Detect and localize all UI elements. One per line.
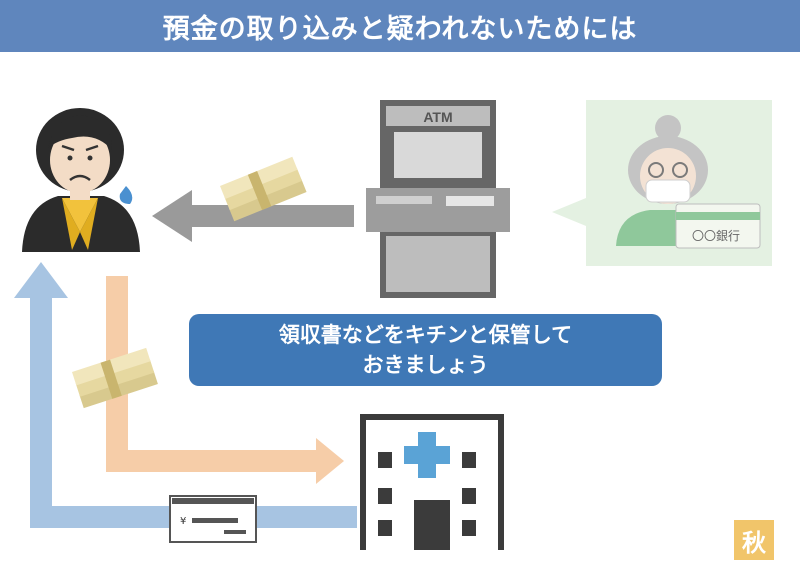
title-bar: 預金の取り込みと疑われないためには xyxy=(0,0,800,52)
receipt-symbol: ¥ xyxy=(180,516,186,527)
worried-person-icon xyxy=(22,108,140,252)
atm-label: ATM xyxy=(423,109,452,125)
bank-card-label: 〇〇銀行 xyxy=(692,229,740,243)
advice-callout: 領収書などをキチンと保管して おきましょう xyxy=(189,314,662,386)
hospital-icon xyxy=(360,414,504,550)
cash-stack-icon xyxy=(72,347,158,409)
page-title: 預金の取り込みと疑われないためには xyxy=(162,13,638,45)
withdrawal-arrow xyxy=(152,190,354,242)
elderly-person-panel: 〇〇銀行 xyxy=(552,100,772,266)
callout-line-1: 領収書などをキチンと保管して xyxy=(278,323,573,347)
watermark-logo: 秋 xyxy=(734,520,774,560)
receipt-icon: ¥ xyxy=(169,495,257,543)
return-arrow xyxy=(14,262,357,528)
atm-machine-icon: ATM xyxy=(366,100,510,298)
callout-line-2: おきましょう xyxy=(362,353,489,377)
cash-stack-icon xyxy=(220,156,307,222)
